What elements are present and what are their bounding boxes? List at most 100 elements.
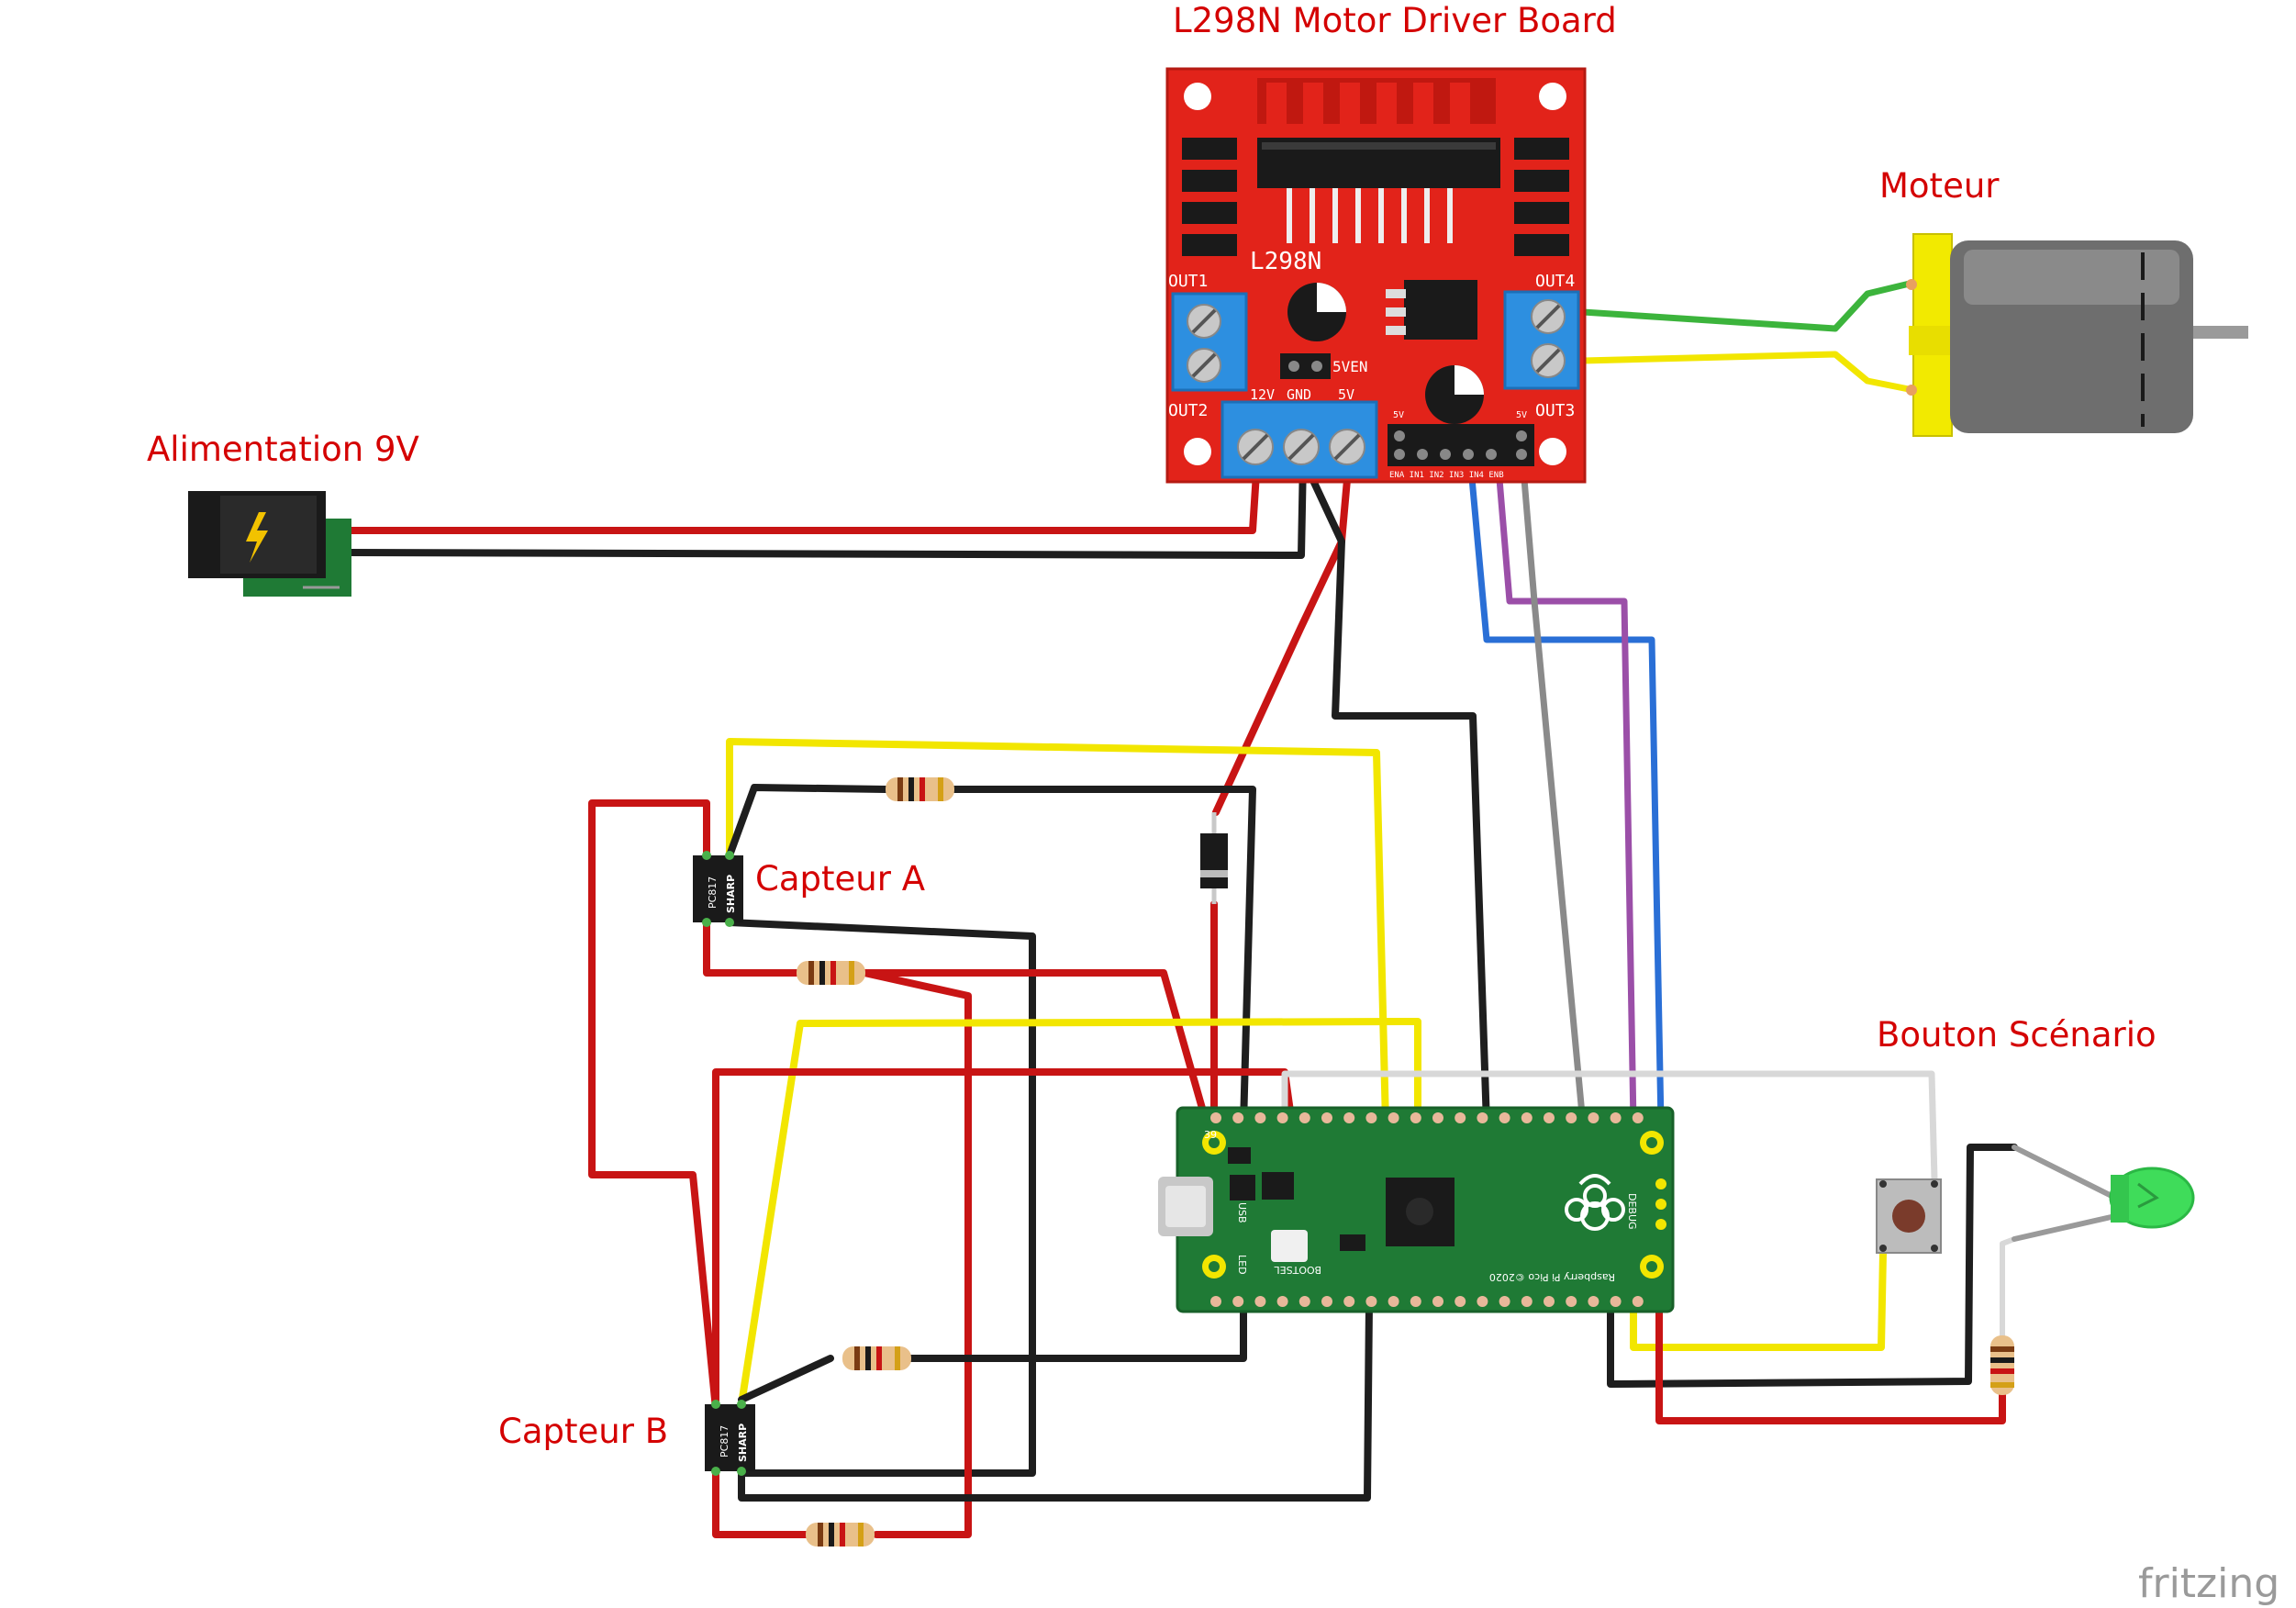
header-5v-left: 5V bbox=[1393, 410, 1404, 420]
debug-label: DEBUG bbox=[1626, 1193, 1638, 1230]
pico-pin bbox=[1521, 1112, 1533, 1123]
chip-legs bbox=[1287, 188, 1453, 243]
wire-sensor-b-black-top bbox=[738, 1355, 834, 1403]
wire-sensor-a-black-top bbox=[726, 784, 889, 859]
header-5v-right: 5V bbox=[1516, 410, 1527, 420]
pico-pin bbox=[1566, 1112, 1577, 1123]
led-leg-2 bbox=[2012, 1213, 2118, 1242]
driver-board-label: L298N Motor Driver Board bbox=[1173, 1, 1617, 40]
wire-motor-yellow bbox=[1579, 351, 1917, 394]
wire-led-white bbox=[2000, 1236, 2017, 1338]
out3-label: OUT3 bbox=[1535, 401, 1575, 420]
optocoupler-b-brand: SHARP bbox=[737, 1424, 749, 1462]
pico-pin bbox=[1588, 1112, 1599, 1123]
pico-pin bbox=[1455, 1296, 1466, 1307]
wire-gnd-black-driver bbox=[1299, 455, 1490, 1128]
green-led bbox=[2109, 1167, 2195, 1229]
wire-led-black bbox=[1607, 1144, 2018, 1388]
pico-pin bbox=[1388, 1112, 1399, 1123]
wire-resistor-b1-black bbox=[907, 1300, 1247, 1362]
diode-body bbox=[1200, 833, 1228, 888]
wire-button-yellow bbox=[1630, 1249, 1887, 1351]
wire-button-white bbox=[1281, 1070, 1938, 1183]
pico-pin bbox=[1610, 1112, 1622, 1123]
voltage-regulator bbox=[1404, 280, 1477, 340]
motor-label: Moteur bbox=[1879, 166, 2000, 206]
wire-power-black bbox=[336, 455, 1307, 559]
raspberry-pi-pico: Raspberry Pi Pico ©2020 USB LED BOOTSEL … bbox=[1158, 1106, 1675, 1313]
lightning-icon bbox=[246, 512, 268, 563]
12v-label: 12V bbox=[1250, 386, 1275, 403]
wire-resistor-a1-black bbox=[951, 786, 1256, 1128]
pico-pin bbox=[1544, 1112, 1555, 1123]
pico-pins-top bbox=[1210, 1112, 1644, 1123]
wire-power-red bbox=[336, 455, 1261, 534]
pico-pin bbox=[1210, 1296, 1221, 1307]
usb-label: USB bbox=[1236, 1202, 1248, 1223]
gnd-label: GND bbox=[1287, 386, 1311, 403]
push-button[interactable] bbox=[1876, 1178, 1942, 1254]
pico-pin bbox=[1499, 1112, 1510, 1123]
pico-pin bbox=[1254, 1296, 1266, 1307]
pico-pin bbox=[1410, 1296, 1421, 1307]
pico-pin bbox=[1298, 1296, 1310, 1307]
pico-pin bbox=[1365, 1112, 1377, 1123]
pico-pin bbox=[1455, 1112, 1466, 1123]
wire-resistor-a2-red-down bbox=[861, 969, 972, 1538]
sensor-a-label: Capteur A bbox=[755, 859, 925, 899]
button-cap[interactable] bbox=[1892, 1200, 1925, 1233]
pico-pin bbox=[1321, 1112, 1332, 1123]
dc-motor bbox=[1906, 233, 2248, 437]
optocoupler-a-brand: SHARP bbox=[725, 875, 737, 913]
pin39-label: 39 bbox=[1204, 1129, 1217, 1141]
pico-pin bbox=[1232, 1112, 1244, 1123]
pico-pin bbox=[1477, 1112, 1488, 1123]
sensor-b-label: Capteur B bbox=[498, 1412, 668, 1451]
pico-name: Raspberry Pi Pico ©2020 bbox=[1489, 1271, 1615, 1283]
pico-pin bbox=[1566, 1296, 1577, 1307]
wire-led-red bbox=[1655, 1300, 2006, 1424]
wire-motor-green bbox=[1579, 279, 1917, 332]
debug-pads bbox=[1655, 1178, 1666, 1230]
pico-pin bbox=[1588, 1296, 1599, 1307]
pico-pin bbox=[1632, 1112, 1644, 1123]
pico-pin bbox=[1254, 1112, 1266, 1123]
wire-sensor-a-yellow-top bbox=[726, 738, 1389, 1128]
fritzing-watermark: fritzing bbox=[2138, 1560, 2279, 1607]
bootsel-button[interactable] bbox=[1271, 1230, 1308, 1262]
resistor-a2 bbox=[797, 961, 865, 985]
wire-blue-logic bbox=[1467, 464, 1665, 1128]
pico-pin bbox=[1521, 1296, 1533, 1307]
pico-pin bbox=[1610, 1296, 1622, 1307]
pico-pin bbox=[1477, 1296, 1488, 1307]
chip-label: L298N bbox=[1250, 248, 1321, 275]
wire-sensor-b-red-bottom bbox=[712, 1469, 809, 1538]
out1-label: OUT1 bbox=[1168, 272, 1208, 291]
mount-hole bbox=[1184, 438, 1211, 465]
l298n-driver-board: L298N 5VEN OUT1 OUT2 bbox=[1165, 67, 1587, 484]
wire-sensor-b-red-top bbox=[712, 1068, 1296, 1413]
pico-pin bbox=[1276, 1112, 1288, 1123]
diodes-left bbox=[1182, 138, 1237, 256]
resistor-led bbox=[1990, 1335, 2014, 1395]
pico-pins-bottom bbox=[1210, 1296, 1644, 1307]
power-supply-label: Alimentation 9V bbox=[147, 430, 419, 469]
diode bbox=[1200, 812, 1228, 904]
out2-label: OUT2 bbox=[1168, 401, 1208, 420]
optocoupler-b: PC817 SHARP bbox=[705, 1400, 755, 1476]
header-pin-labels: ENA IN1 IN2 IN3 IN4 ENB bbox=[1389, 471, 1504, 480]
optocoupler-b-model: PC817 bbox=[719, 1425, 730, 1457]
pico-pin bbox=[1298, 1112, 1310, 1123]
pico-pin bbox=[1343, 1112, 1355, 1123]
raspberry-icon bbox=[1565, 1174, 1625, 1231]
wire-sensor-b-black-bottom bbox=[738, 1300, 1373, 1502]
wires bbox=[336, 279, 2118, 1538]
wire-5v-red bbox=[1212, 455, 1353, 816]
wire-sensor-a-black-bottom bbox=[726, 919, 1036, 1477]
optocoupler-a: PC817 SHARP bbox=[693, 851, 743, 927]
optocoupler-a-model: PC817 bbox=[707, 877, 719, 909]
mount-hole bbox=[1539, 438, 1566, 465]
bootsel-label: BOOTSEL bbox=[1274, 1264, 1321, 1276]
led-leg-1 bbox=[2012, 1145, 2118, 1200]
